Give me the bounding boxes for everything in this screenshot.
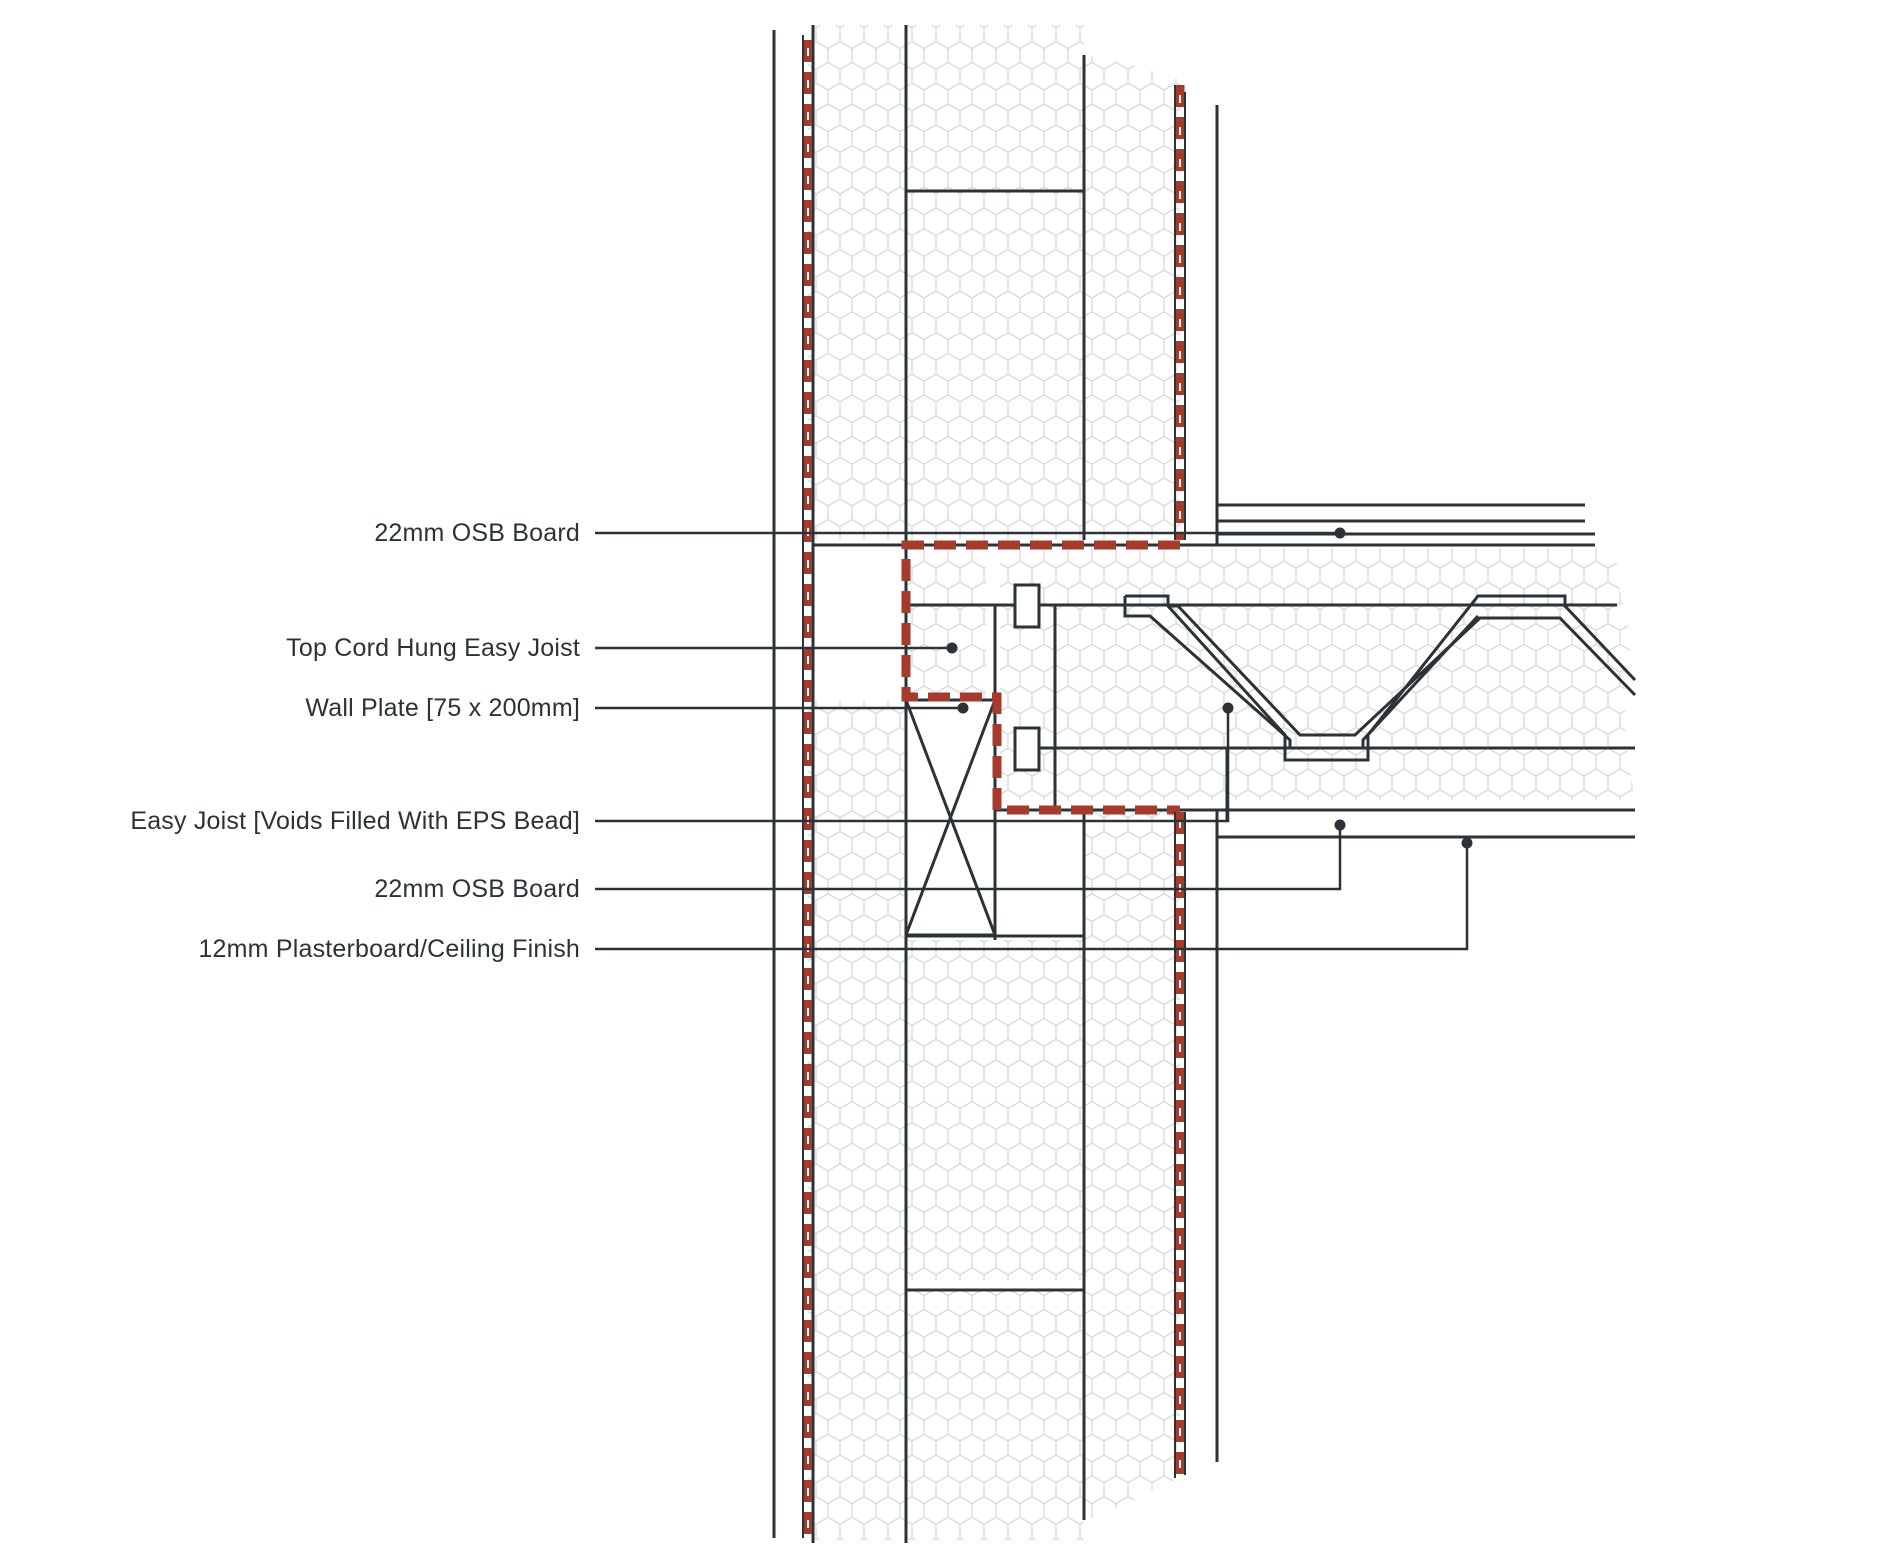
easy-joist-web: [1123, 594, 1637, 762]
joist-hanger-bottom: [1013, 726, 1041, 772]
label-top-cord-hung-easy-joist: Top Cord Hung Easy Joist: [286, 634, 580, 662]
label-osb-board-lower: 22mm OSB Board: [374, 875, 580, 903]
leader-dots: [946, 527, 1473, 849]
wall-stud-insulation-lower: [906, 810, 1180, 1540]
wall-insulation-upper-left: [808, 25, 906, 540]
membrane-inner-lines: [807, 48, 1181, 1538]
wall-insulation-lower-left: [808, 700, 906, 1540]
floor-zone-insulation: [906, 548, 1635, 800]
label-easy-joist-eps: Easy Joist [Voids Filled With EPS Bead]: [130, 807, 580, 835]
wall-structure-lines: [772, 25, 1219, 1543]
leader-lines: [595, 531, 1469, 951]
wall-stud-insulation-upper: [906, 25, 1180, 540]
joist-hanger-top: [1013, 583, 1041, 629]
membrane-side-lines: [802, 35, 1186, 1538]
label-osb-board-upper: 22mm OSB Board: [374, 519, 580, 547]
label-wall-plate: Wall Plate [75 x 200mm]: [305, 694, 580, 722]
label-plasterboard-ceiling: 12mm Plasterboard/Ceiling Finish: [198, 935, 580, 963]
